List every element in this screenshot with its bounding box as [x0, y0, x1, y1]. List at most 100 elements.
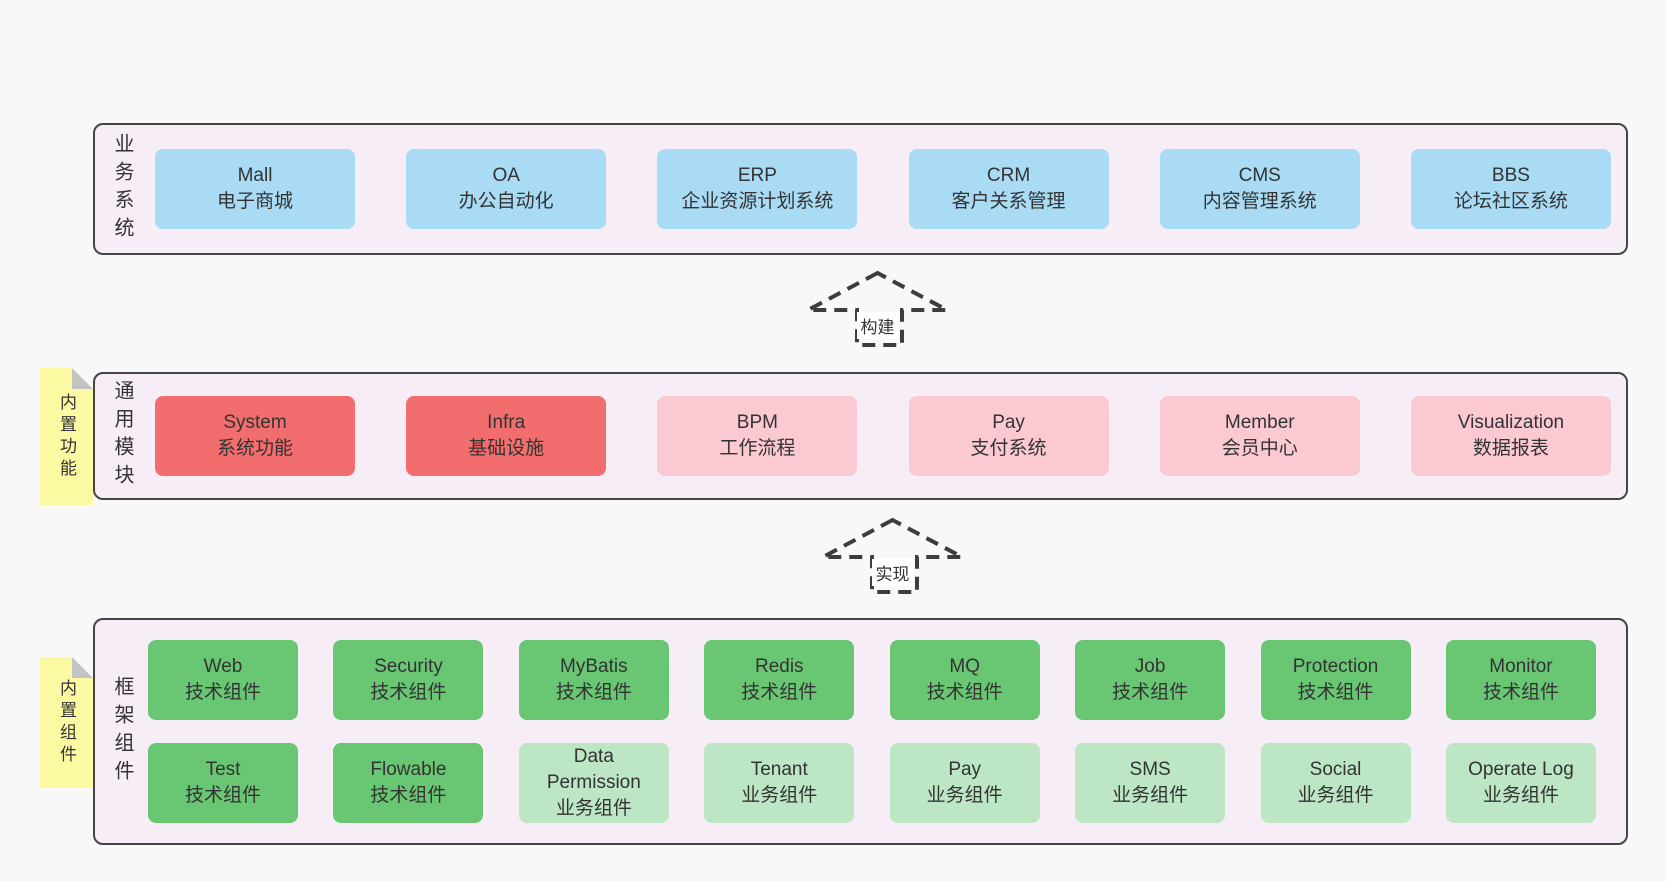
box-desc: 论坛社区系统 [1453, 191, 1568, 212]
layer-boxes: Web 技术组件 Security 技术组件 MyBatis 技术组件 Redi… [95, 620, 1626, 843]
layer-framework-components: 框架组件 Web 技术组件 Security 技术组件 MyBatis 技术组件… [93, 618, 1628, 845]
component-box-pay: Pay 支付系统 [908, 396, 1109, 476]
layer-business-systems: 业务系统 Mall 电子商城 OA 办公自动化 ERP 企业资源计划系统 CRM… [93, 123, 1628, 255]
layer-label: 通用模块 [111, 380, 133, 492]
component-box-pay: Pay 业务组件 [889, 743, 1040, 823]
component-box-security: Security 技术组件 [333, 640, 484, 720]
box-name: Visualization [1457, 412, 1565, 433]
box-name: Flowable [370, 759, 447, 780]
box-desc: 办公自动化 [458, 191, 554, 212]
component-box-flowable: Flowable 技术组件 [333, 743, 484, 823]
box-name: Data Permission [546, 746, 641, 793]
component-box-system: System 系统功能 [155, 396, 355, 476]
box-desc: 技术组件 [1112, 682, 1189, 703]
box-desc: 业务组件 [1112, 785, 1189, 806]
box-desc: 支付系统 [970, 438, 1047, 459]
up-arrow-icon [807, 270, 948, 347]
up-arrow-icon [822, 517, 963, 594]
box-desc: 工作流程 [719, 438, 796, 459]
box-desc: 技术组件 [370, 785, 447, 806]
component-box-visualization: Visualization 数据报表 [1410, 396, 1611, 476]
sticky-note-text: 内置功能 [57, 392, 76, 481]
component-box-oa: OA 办公自动化 [406, 149, 607, 229]
box-name: Social [1309, 759, 1362, 780]
component-box-mq: MQ 技术组件 [889, 640, 1040, 720]
box-name: Security [374, 656, 443, 677]
box-name: Tenant [750, 759, 808, 780]
box-name: Monitor [1489, 656, 1553, 677]
box-desc: 会员中心 [1221, 438, 1298, 459]
box-name: Redis [754, 656, 804, 677]
arrow-label: 实现 [871, 559, 914, 586]
component-box-erp: ERP 企业资源计划系统 [657, 149, 858, 229]
box-name: Pay [992, 412, 1025, 433]
box-name: Member [1224, 412, 1295, 433]
component-box-crm: CRM 客户关系管理 [908, 149, 1109, 229]
box-name: OA [492, 165, 520, 186]
box-desc: 客户关系管理 [951, 191, 1066, 212]
layer-common-modules: 通用模块 System 系统功能 Infra 基础设施 BPM 工作流程 Pay… [93, 372, 1628, 500]
component-box-infra: Infra 基础设施 [406, 396, 607, 476]
box-desc: 技术组件 [184, 682, 261, 703]
component-box-tenant: Tenant 业务组件 [704, 743, 855, 823]
box-name: Pay [948, 759, 982, 780]
box-desc: 企业资源计划系统 [681, 191, 834, 212]
component-box-protection: Protection 技术组件 [1260, 640, 1411, 720]
note-fold-corner [72, 657, 93, 678]
component-box-monitor: Monitor 技术组件 [1445, 640, 1596, 720]
box-desc: 业务组件 [555, 798, 632, 819]
box-name: CRM [986, 165, 1031, 186]
component-box-social: Social 业务组件 [1260, 743, 1411, 823]
component-box-mall: Mall 电子商城 [155, 149, 355, 229]
box-desc: 业务组件 [926, 785, 1003, 806]
box-name: System [223, 412, 287, 433]
component-box-cms: CMS 内容管理系统 [1159, 149, 1360, 229]
layer-label: 业务系统 [111, 133, 133, 245]
box-name: MQ [949, 656, 980, 677]
box-desc: 系统功能 [216, 438, 293, 459]
box-desc: 业务组件 [1482, 785, 1559, 806]
box-name: SMS [1129, 759, 1171, 780]
box-desc: 技术组件 [184, 785, 261, 806]
box-name: BBS [1491, 165, 1530, 186]
arrow-implement: 实现 [820, 517, 965, 595]
box-desc: 技术组件 [1297, 682, 1374, 703]
arrow-label: 构建 [856, 312, 899, 339]
box-desc: 基础设施 [468, 438, 545, 459]
sticky-note-text: 内置组件 [57, 678, 76, 767]
box-name: MyBatis [560, 656, 628, 677]
box-desc: 业务组件 [741, 785, 818, 806]
box-desc: 技术组件 [555, 682, 632, 703]
box-name: Web [203, 656, 243, 677]
sticky-note-built-in-features: 内置功能 [40, 368, 93, 505]
component-box-sms: SMS 业务组件 [1075, 743, 1226, 823]
component-box-member: Member 会员中心 [1159, 396, 1360, 476]
arrow-build: 构建 [805, 270, 950, 348]
component-box-mybatis: MyBatis 技术组件 [518, 640, 669, 720]
box-name: Operate Log [1468, 759, 1574, 780]
box-name: Mall [237, 165, 273, 186]
box-name: Test [205, 759, 241, 780]
component-box-bbs: BBS 论坛社区系统 [1410, 149, 1611, 229]
layer-boxes: Mall 电子商城 OA 办公自动化 ERP 企业资源计划系统 CRM 客户关系… [95, 125, 1626, 253]
component-box-operate-log: Operate Log 业务组件 [1445, 743, 1596, 823]
box-desc: 数据报表 [1472, 438, 1549, 459]
component-box-job: Job 技术组件 [1075, 640, 1226, 720]
box-desc: 电子商城 [216, 191, 293, 212]
box-name: ERP [737, 165, 777, 186]
component-box-bpm: BPM 工作流程 [657, 396, 858, 476]
box-name: Protection [1292, 656, 1379, 677]
layer-boxes: System 系统功能 Infra 基础设施 BPM 工作流程 Pay 支付系统… [95, 374, 1626, 498]
box-desc: 内容管理系统 [1202, 191, 1317, 212]
component-box-web: Web 技术组件 [148, 640, 298, 720]
component-box-test: Test 技术组件 [148, 743, 298, 823]
box-desc: 技术组件 [741, 682, 818, 703]
box-name: BPM [736, 412, 778, 433]
box-desc: 技术组件 [926, 682, 1003, 703]
sticky-note-built-in-components: 内置组件 [40, 657, 93, 788]
box-name: Infra [487, 412, 526, 433]
box-name: CMS [1238, 165, 1281, 186]
box-desc: 技术组件 [370, 682, 447, 703]
component-box-redis: Redis 技术组件 [704, 640, 855, 720]
